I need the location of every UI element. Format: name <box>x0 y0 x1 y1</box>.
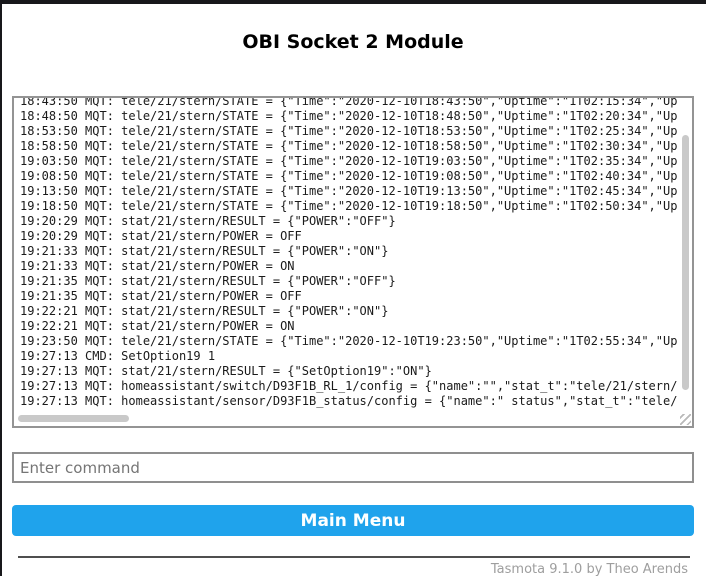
page-title: OBI Socket 2 Module <box>242 31 464 53</box>
console-log-text: 18:43:50 MQT: tele/21/stern/STATE = {"Ti… <box>20 96 678 408</box>
command-input[interactable] <box>12 452 694 483</box>
console-output[interactable]: 18:43:50 MQT: tele/21/stern/STATE = {"Ti… <box>12 96 694 428</box>
footer-credit: Tasmota 9.1.0 by Theo Arends <box>490 562 688 576</box>
window-edge-left <box>0 0 2 576</box>
window-edge-top <box>0 0 706 4</box>
horizontal-scrollbar[interactable] <box>18 415 129 422</box>
footer-divider <box>18 556 690 558</box>
resize-handle-icon[interactable] <box>680 414 691 425</box>
main-menu-button[interactable]: Main Menu <box>12 505 694 536</box>
vertical-scrollbar[interactable] <box>682 135 689 390</box>
